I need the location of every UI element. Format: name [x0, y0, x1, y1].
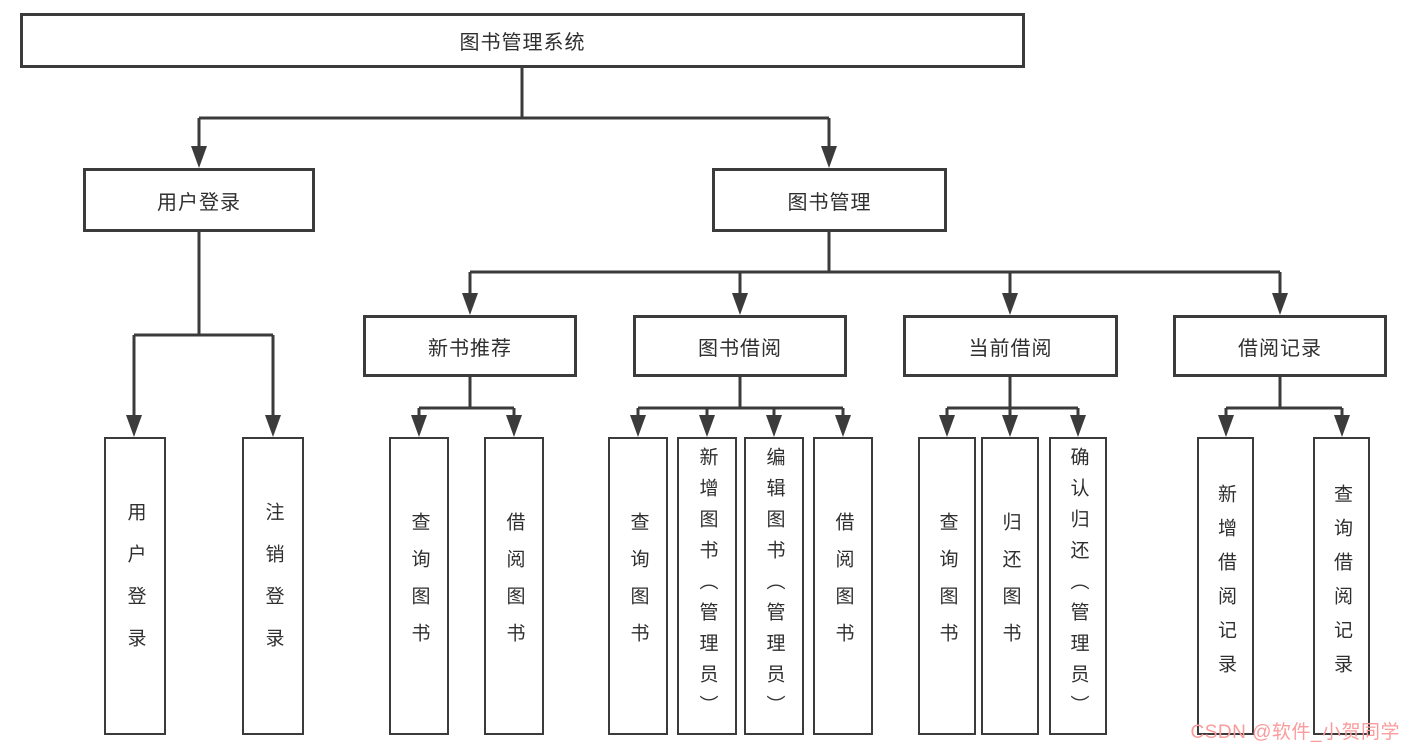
- csdn-watermark: CSDN @软件_小贺同学: [1190, 722, 1400, 743]
- leaf-query-books-recommend-label: 查询图书: [408, 512, 430, 660]
- leaf-return-book: 归还图书: [981, 437, 1039, 735]
- leaf-query-books-current-label: 查询图书: [936, 512, 958, 660]
- leaf-query-books-current: 查询图书: [918, 437, 976, 735]
- leaf-logout-label: 注销登录: [262, 502, 284, 670]
- node-book-management-label: 图书管理: [787, 191, 872, 214]
- leaf-confirm-return-admin-label: 确认归还（管理员）: [1067, 446, 1089, 726]
- leaf-borrow-books-borrow: 借阅图书: [813, 437, 873, 735]
- leaf-confirm-return-admin: 确认归还（管理员）: [1049, 437, 1107, 735]
- node-user-login: 用户登录: [83, 168, 315, 232]
- leaf-edit-book-admin: 编辑图书（管理员）: [744, 437, 804, 735]
- node-book-management: 图书管理: [712, 168, 947, 232]
- leaf-add-borrow-record: 新增借阅记录: [1197, 437, 1254, 735]
- leaf-edit-book-admin-label: 编辑图书（管理员）: [763, 446, 785, 726]
- leaf-borrow-books-recommend: 借阅图书: [484, 437, 544, 735]
- node-root-label: 图书管理系统: [459, 32, 586, 54]
- leaf-add-book-admin-label: 新增图书（管理员）: [696, 446, 718, 726]
- node-new-book-recommend-label: 新书推荐: [428, 337, 512, 360]
- leaf-borrow-books-recommend-label: 借阅图书: [503, 512, 525, 660]
- node-borrowing-records-label: 借阅记录: [1238, 337, 1322, 360]
- leaf-return-book-label: 归还图书: [999, 512, 1021, 660]
- leaf-user-login: 用户登录: [104, 437, 166, 735]
- node-borrowing-records: 借阅记录: [1173, 315, 1387, 377]
- leaf-add-borrow-record-label: 新增借阅记录: [1215, 484, 1236, 688]
- node-current-borrowing-label: 当前借阅: [968, 337, 1053, 360]
- node-user-login-label: 用户登录: [157, 191, 241, 214]
- node-current-borrowing: 当前借阅: [903, 315, 1118, 377]
- leaf-query-borrow-record: 查询借阅记录: [1313, 437, 1370, 735]
- node-new-book-recommend: 新书推荐: [363, 315, 577, 377]
- node-book-borrowing: 图书借阅: [633, 315, 847, 377]
- leaf-user-login-label: 用户登录: [124, 502, 146, 670]
- leaf-query-books-borrow-label: 查询图书: [627, 512, 649, 660]
- leaf-query-books-borrow: 查询图书: [608, 437, 668, 735]
- leaf-borrow-books-borrow-label: 借阅图书: [832, 512, 854, 660]
- leaf-add-book-admin: 新增图书（管理员）: [677, 437, 737, 735]
- leaf-query-borrow-record-label: 查询借阅记录: [1331, 484, 1352, 688]
- leaf-query-books-recommend: 查询图书: [389, 437, 449, 735]
- leaf-logout: 注销登录: [242, 437, 304, 735]
- node-root: 图书管理系统: [20, 13, 1025, 68]
- node-book-borrowing-label: 图书借阅: [698, 337, 782, 360]
